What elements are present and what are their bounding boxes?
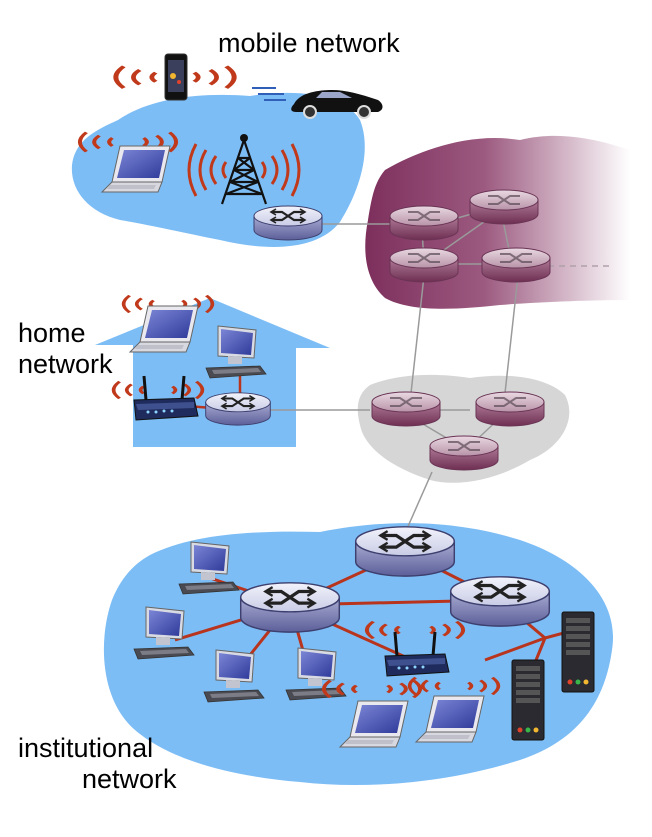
- institutional-network-label-line2: network: [82, 764, 177, 794]
- isp-router-icon: [389, 205, 459, 241]
- home-router-icon: [204, 391, 272, 427]
- mobile-network-label: mobile network: [218, 28, 400, 58]
- home-network-label-line2: network: [18, 349, 113, 379]
- car-icon: [252, 87, 383, 119]
- regional-router-icon: [429, 435, 499, 471]
- smartphone-icon: [116, 53, 234, 101]
- cell-tower-icon: [187, 134, 301, 205]
- institutional-router-icon: [354, 525, 456, 578]
- isp-router-icon: [389, 247, 459, 283]
- regional-router-icon: [371, 391, 441, 427]
- isp-router-icon: [481, 247, 551, 283]
- institutional-router-icon: [239, 581, 341, 634]
- server-icon: [561, 611, 595, 693]
- server-icon: [511, 659, 545, 741]
- institutional-network-label-line1: institutional: [18, 733, 154, 763]
- institutional-router-icon: [449, 575, 551, 628]
- regional-router-icon: [475, 391, 545, 427]
- mobile-router-icon: [252, 204, 324, 242]
- isp-router-icon: [469, 189, 539, 225]
- home-network-label-line1: home: [18, 318, 86, 348]
